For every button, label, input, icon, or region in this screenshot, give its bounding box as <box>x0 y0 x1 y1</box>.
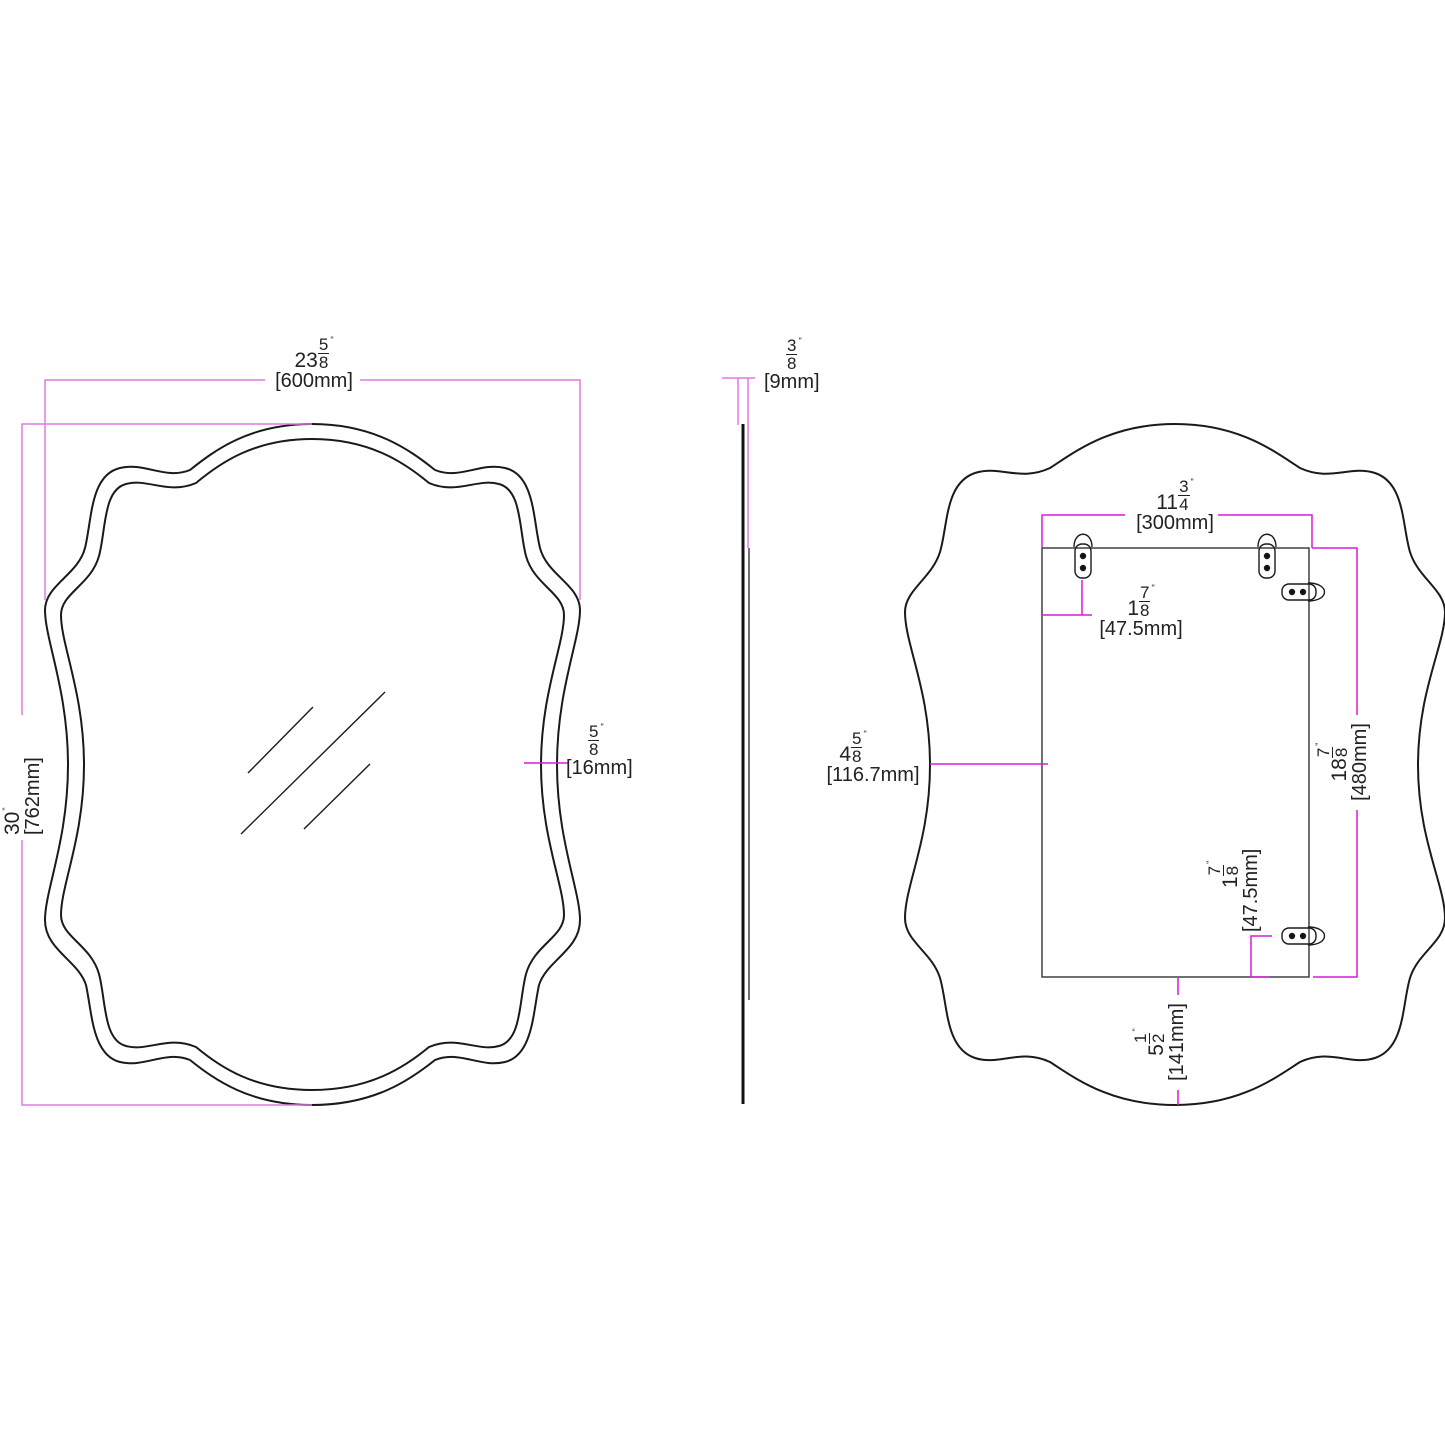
bottom-margin-whole: 5 <box>1145 1044 1168 1056</box>
bracket-spacing-whole: 11 <box>1156 491 1179 514</box>
top-offset-whole: 1 <box>1127 597 1139 620</box>
bottom-offset-metric: [47.5mm] <box>1240 848 1262 932</box>
bracket-spacing-dimension <box>1218 514 1313 548</box>
height-metric: [762mm] <box>22 757 44 835</box>
bottom-offset-dimension <box>1250 935 1272 978</box>
top-offset-metric: [47.5mm] <box>1099 618 1183 640</box>
inch-mark: " <box>1151 583 1155 593</box>
inch-mark: " <box>798 336 802 346</box>
mirror-outer-outline <box>43 422 582 1107</box>
inch-mark: " <box>600 722 604 732</box>
width-dimension-line <box>44 379 265 600</box>
inch-mark: " <box>1 807 11 811</box>
width-numerator: 5 <box>317 335 330 354</box>
bottom-margin-denominator: 2 <box>1149 1033 1168 1043</box>
inch-mark: " <box>1131 1028 1141 1032</box>
glass-reflection-line <box>240 691 386 835</box>
width-dimension-line <box>360 379 581 600</box>
height-dimension-line <box>21 840 312 1106</box>
side-margin-metric: [116.7mm] <box>826 764 920 786</box>
side-margin-numerator: 5 <box>851 729 863 748</box>
backing-panel <box>1041 547 1310 978</box>
top-offset-denominator: 8 <box>1140 601 1150 620</box>
bevel-metric: [16mm] <box>566 757 633 779</box>
thickness-numerator: 3 <box>786 336 798 355</box>
bottom-offset-whole: 1 <box>1219 876 1242 888</box>
bracket-spacing-denominator: 4 <box>1179 495 1189 514</box>
mirror-inner-bevel <box>59 437 566 1092</box>
vertical-spacing-dimension <box>1312 547 1358 715</box>
width-denominator: 8 <box>318 353 329 372</box>
glass-reflection-line <box>247 706 314 774</box>
vertical-spacing-numerator: 7 <box>1314 746 1333 759</box>
inch-mark: " <box>1190 477 1194 487</box>
vertical-spacing-dimension <box>1313 810 1358 978</box>
bracket-spacing-numerator: 3 <box>1178 477 1190 496</box>
bracket-spacing-dimension <box>1041 514 1125 548</box>
hanging-bracket-top-left <box>1073 533 1093 579</box>
vertical-spacing-whole: 18 <box>1328 758 1351 782</box>
side-margin-whole: 4 <box>839 743 851 766</box>
inch-mark: " <box>1205 860 1215 864</box>
front-view <box>21 379 582 1107</box>
bottom-offset-denominator: 8 <box>1223 865 1242 876</box>
side-margin-denominator: 8 <box>852 747 862 766</box>
top-offset-numerator: 7 <box>1139 583 1151 602</box>
hanging-bracket-top-right <box>1257 533 1277 579</box>
bevel-numerator: 5 <box>588 722 600 741</box>
bottom-margin-metric: [141mm] <box>1166 1003 1188 1081</box>
inch-mark: " <box>1314 742 1324 746</box>
bottom-margin-numerator: 1 <box>1131 1032 1150 1044</box>
back-view <box>903 422 1445 1107</box>
hanging-bracket-right-lower <box>1281 926 1326 946</box>
vertical-spacing-denominator: 8 <box>1332 747 1351 758</box>
height-whole: 30 <box>1 811 24 835</box>
height-dimension-line <box>21 423 312 715</box>
width-whole: 23 <box>294 349 318 372</box>
thickness-metric: [9mm] <box>764 371 820 393</box>
mirror-back-outline <box>903 422 1445 1107</box>
side-view <box>722 377 755 1104</box>
inch-mark: " <box>330 335 334 345</box>
inch-mark: " <box>863 729 867 739</box>
height-label: 30" [762mm] <box>1 715 44 835</box>
vertical-spacing-metric: [480mm] <box>1349 723 1371 801</box>
glass-reflection-line <box>303 763 371 830</box>
thickness-denominator: 8 <box>787 354 797 373</box>
bottom-offset-numerator: 7 <box>1205 864 1224 877</box>
hanging-bracket-right-upper <box>1281 582 1326 602</box>
width-metric: [600mm] <box>275 370 353 392</box>
bevel-denominator: 8 <box>589 740 599 759</box>
bracket-spacing-metric: [300mm] <box>1136 512 1214 534</box>
